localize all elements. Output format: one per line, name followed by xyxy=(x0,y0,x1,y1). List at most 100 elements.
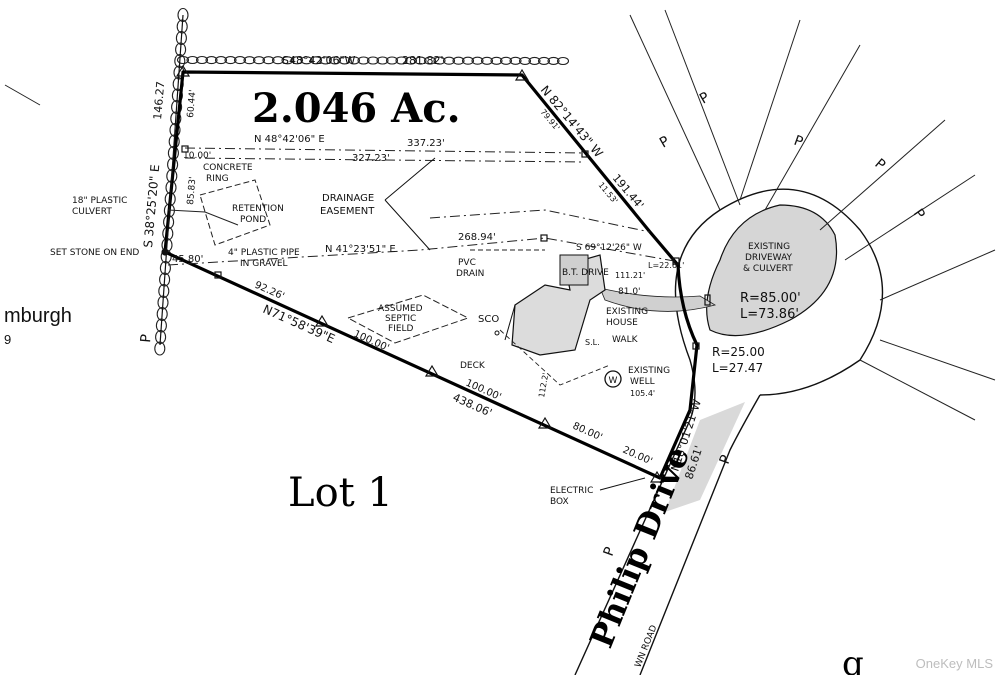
plastic-culvert-line-1: 18" PLASTIC xyxy=(72,196,127,206)
wall-stone xyxy=(461,56,475,65)
pvc-drain-line-1: PVC xyxy=(458,258,476,268)
cul-de-sac-length: L=73.86' xyxy=(740,307,799,322)
wall-stone xyxy=(186,55,199,65)
easement-dist-2: 327.23' xyxy=(352,153,390,164)
easement-upper-bearing: N 48°42'06" E xyxy=(254,134,325,145)
easement-dist-1: 337.23' xyxy=(407,138,445,149)
wall-stone xyxy=(480,56,494,65)
wall-stone xyxy=(347,56,361,65)
retention-pond xyxy=(199,179,271,246)
street-sub-label: WN ROAD xyxy=(634,624,660,669)
assumed-septic-field xyxy=(346,294,470,344)
assumed-septic-line-3: FIELD xyxy=(388,324,414,334)
deck-label: DECK xyxy=(460,361,486,371)
acreage-title: 2.046 Ac. xyxy=(252,85,461,132)
road-philip-drive xyxy=(574,188,884,675)
sco-label: SCO xyxy=(478,314,499,325)
easement-leader-lines xyxy=(384,157,436,251)
wall-stone xyxy=(414,56,427,65)
west-line-bearing: S 38°25'20" E xyxy=(141,164,162,248)
plastic-pipe-line-2: IN GRAVEL xyxy=(240,259,288,269)
existing-driveway-line-3: & CULVERT xyxy=(743,264,793,274)
well-symbol-letter: W xyxy=(609,376,618,386)
set-stone-label: SET STONE ON END xyxy=(50,248,139,258)
utility-mark-5: P xyxy=(910,206,928,222)
plastic-pipe xyxy=(167,209,239,226)
dim-45: 45.80' xyxy=(172,254,203,265)
drainage-easement-lines xyxy=(167,147,681,266)
concrete-ring-line-1: CONCRETE xyxy=(203,163,253,173)
wall-stone xyxy=(262,56,275,65)
wall-stone xyxy=(176,55,190,65)
electric-box-line-1: ELECTRIC xyxy=(550,486,593,496)
drive-dim-81: 81.0' xyxy=(618,287,641,297)
drive-dim-111: 111.21' xyxy=(615,271,645,280)
wall-stone xyxy=(385,56,399,65)
dim-60: 60.44' xyxy=(186,89,198,118)
wall-stone xyxy=(271,56,285,65)
wall-stone xyxy=(366,56,380,65)
survey-monuments xyxy=(161,64,711,483)
wall-stone xyxy=(319,56,332,65)
wall-stone xyxy=(205,56,218,65)
easement-lower-bearing: N 41°23'51" E xyxy=(325,244,396,255)
partial-street-label: g xyxy=(842,644,864,675)
wall-stone xyxy=(423,56,437,65)
pvc-drain-line-2: DRAIN xyxy=(456,269,484,279)
dim-85: 85.83' xyxy=(186,176,198,205)
cul-de-sac-radius: R=85.00' xyxy=(740,291,801,306)
wall-stone xyxy=(442,56,456,65)
easement-dist-3: 268.94' xyxy=(458,232,496,243)
wall-stone xyxy=(195,55,209,65)
existing-house-line-2: HOUSE xyxy=(606,318,638,328)
street-name: Philip Drive xyxy=(582,441,697,653)
wall-stone xyxy=(452,56,465,65)
wall-stone xyxy=(338,56,351,65)
cul-de-sac-island xyxy=(706,204,838,337)
wall-stone xyxy=(233,56,247,65)
concrete-ring-line-2: RING xyxy=(206,174,229,184)
electric-box-leader xyxy=(599,477,646,491)
wall-stone xyxy=(290,56,304,65)
wall-stone xyxy=(537,56,551,65)
corner-length: L=27.47 xyxy=(712,361,763,375)
retention-pond-line-2: POND xyxy=(240,215,266,225)
wall-stone xyxy=(556,56,570,66)
assumed-septic-line-1: ASSUMED xyxy=(378,304,423,314)
wall-stone xyxy=(518,56,532,65)
wall-stone xyxy=(490,56,503,65)
wall-stone xyxy=(376,56,389,65)
property-boundary xyxy=(163,70,699,480)
wall-stone xyxy=(328,56,342,65)
wall-stone xyxy=(395,56,408,65)
wall-stone xyxy=(404,56,418,65)
wall-stone xyxy=(433,56,446,65)
house-setback-lines xyxy=(470,249,611,386)
north-line-distance: 281.82' xyxy=(402,54,444,67)
dim-10: 10.00' xyxy=(183,151,211,161)
existing-well-line-1: EXISTING xyxy=(628,366,670,376)
wall-stone xyxy=(309,56,323,65)
wall-stone xyxy=(509,56,522,65)
wall-stone xyxy=(300,56,313,65)
drainage-easement-line-2: EASEMENT xyxy=(320,206,375,217)
existing-house-line-1: EXISTING xyxy=(606,307,648,317)
adjoining-lot-lines xyxy=(4,9,996,421)
north-line-bearing: S48°42'06"W xyxy=(282,54,356,67)
west-line-distance: 146.27 xyxy=(151,81,167,120)
utility-mark-1: P xyxy=(697,89,712,107)
utility-mark-6: P xyxy=(717,453,735,466)
existing-driveway-shade xyxy=(599,287,717,312)
wall-stone xyxy=(252,56,266,65)
plastic-pipe-line-1: 4" PLASTIC PIPE xyxy=(228,248,300,258)
frontage-strip-shade xyxy=(665,402,745,512)
wall-stone xyxy=(547,56,560,65)
plastic-culvert-line-2: CULVERT xyxy=(72,207,112,217)
existing-driveway-line-2: DRIVEWAY xyxy=(745,253,793,263)
retention-pond-line-1: RETENTION xyxy=(232,204,284,214)
assumed-septic-line-2: SEPTIC xyxy=(385,314,416,324)
existing-house xyxy=(504,254,606,356)
drive-bearing: S 69°12'26" W xyxy=(576,243,642,253)
existing-well-line-2: WELL xyxy=(630,377,655,387)
well-dim-105: 105.4' xyxy=(630,389,655,398)
